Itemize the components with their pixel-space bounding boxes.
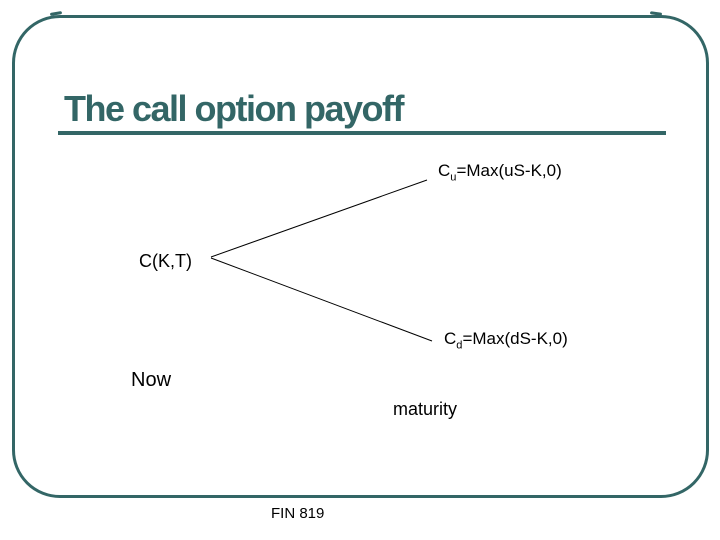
branch-line-up xyxy=(210,179,428,258)
up-node-label: Cu=Max(uS-K,0) xyxy=(438,161,562,184)
down-node-subscript: d xyxy=(456,339,463,352)
down-node-label: Cd=Max(dS-K,0) xyxy=(444,329,568,352)
branch-line-down xyxy=(210,257,433,342)
up-node-formula: =Max(uS-K,0) xyxy=(456,161,562,180)
down-node-formula: =Max(dS-K,0) xyxy=(462,329,568,348)
down-node-base: C xyxy=(444,329,457,348)
up-node-base: C xyxy=(438,161,451,180)
footer-course-label: FIN 819 xyxy=(271,505,325,522)
time-label-maturity: maturity xyxy=(393,399,458,419)
slide-border xyxy=(12,15,709,498)
time-label-now: Now xyxy=(131,369,172,391)
up-node-subscript: u xyxy=(450,171,457,184)
title-underline xyxy=(58,131,666,135)
root-node-label: C(K,T) xyxy=(139,251,192,271)
slide-title: The call option payoff xyxy=(64,88,405,129)
